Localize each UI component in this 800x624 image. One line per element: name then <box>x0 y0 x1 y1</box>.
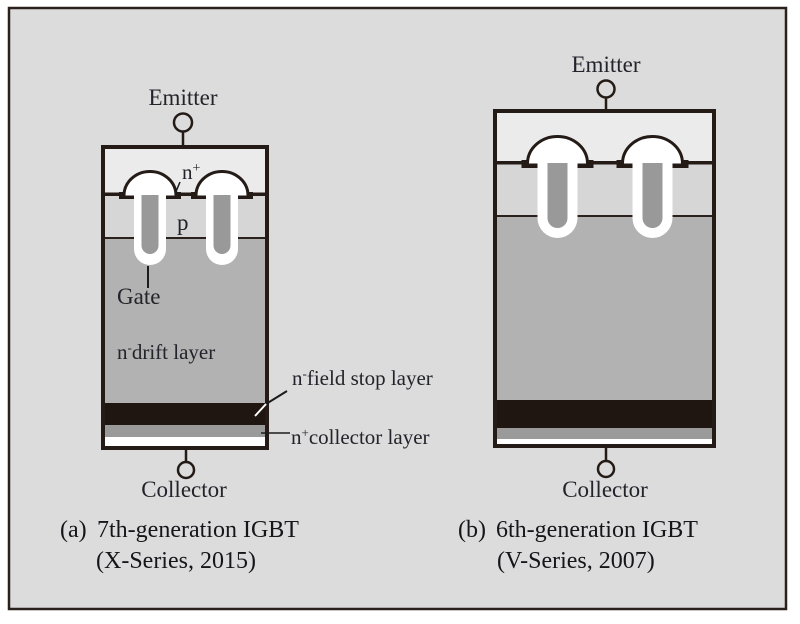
n-field-stop-layer-a <box>103 403 267 425</box>
n-field-stop-layer-b <box>495 400 714 428</box>
emitter-dome-a <box>194 170 250 196</box>
surface-contact-line-b <box>495 161 714 165</box>
gate-electrode-a <box>141 195 159 254</box>
device-outline-a <box>101 145 269 450</box>
emitter-terminal-label: Emitter <box>572 52 641 77</box>
device-outline-b <box>493 109 716 448</box>
emitter-dome-a <box>122 170 178 196</box>
gate-electrode-a <box>213 195 231 254</box>
emitter-dome-b <box>526 135 589 164</box>
emitter-terminal-icon <box>172 112 194 133</box>
n-plus-label: n+ <box>182 160 201 184</box>
n-drift-layer-b <box>495 216 714 400</box>
collector-terminal-label: Collector <box>562 477 648 502</box>
caption-a-tag: (a) <box>60 517 87 543</box>
field-stop-layer-label: n-field stop layer <box>292 366 433 390</box>
n-collector-layer-b <box>495 428 714 439</box>
surface-contact-line-a <box>103 192 267 196</box>
field-stop-leader-line-inner <box>254 403 267 417</box>
n-collector-layer-a <box>103 425 267 437</box>
emitter-terminal-icon <box>596 79 616 99</box>
p-base-layer-b <box>495 163 714 216</box>
field-stop-leader-line <box>265 390 288 405</box>
gate-label: Gate <box>117 284 160 309</box>
device-a: Emitter n+ p Gate n-drift layer n-field … <box>60 85 433 574</box>
caption-b-subtitle: (V-Series, 2007) <box>497 548 655 574</box>
collector-layer-label: n+collector layer <box>291 425 430 449</box>
p-base-label: p <box>177 210 189 235</box>
gate-electrode-b <box>642 163 663 229</box>
p-base-layer-a <box>103 196 267 238</box>
n-plus-leader-line <box>174 181 181 195</box>
collector-terminal-icon <box>596 459 616 479</box>
drift-layer-label: n-drift layer <box>117 340 215 364</box>
caption-b-title: 6th-generation IGBT <box>496 517 698 543</box>
gate-electrode-b <box>547 163 568 229</box>
caption-a-title: 7th-generation IGBT <box>97 517 299 543</box>
caption-a-subtitle: (X-Series, 2015) <box>96 548 256 574</box>
caption-b-tag: (b) <box>458 517 486 543</box>
device-b: Emitter Collector (b) 6th-generation IGB… <box>458 52 716 574</box>
collector-metal-layer-a <box>103 437 267 447</box>
n-drift-layer-a <box>103 238 267 403</box>
collector-terminal-icon <box>176 460 196 480</box>
emitter-dome-b <box>621 135 684 164</box>
collector-metal-layer-b <box>495 439 714 446</box>
emitter-terminal-label: Emitter <box>149 85 218 110</box>
collector-terminal-label: Collector <box>141 477 227 502</box>
